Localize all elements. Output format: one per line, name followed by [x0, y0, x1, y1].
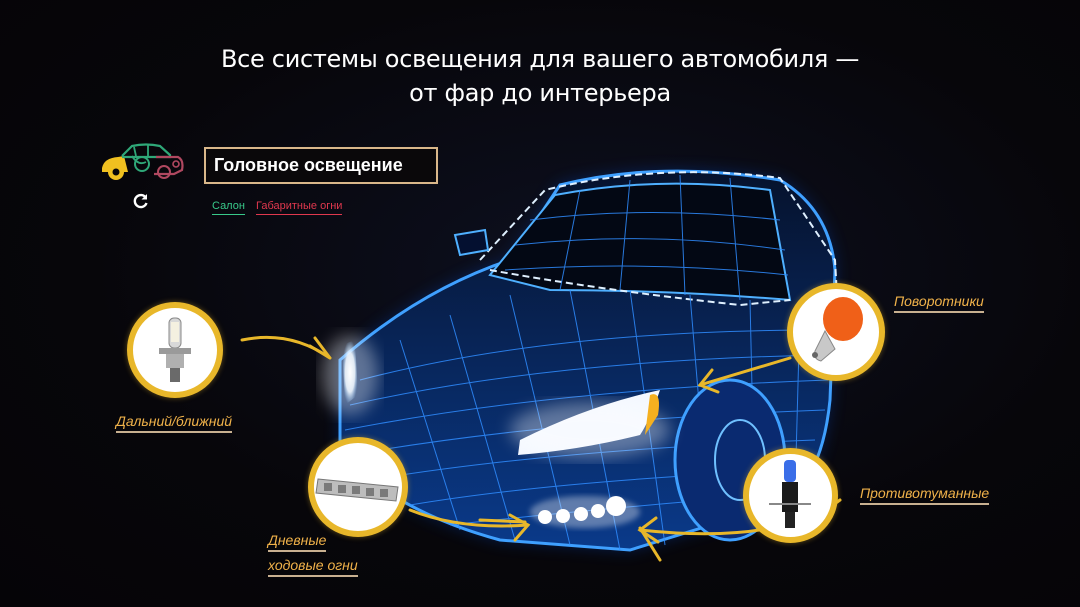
label-drl-line1[interactable]: Дневные	[268, 532, 327, 552]
hotspot-drl[interactable]	[308, 437, 408, 537]
orange-bulb-icon	[812, 297, 863, 362]
hotspot-fog-lights[interactable]	[743, 448, 838, 543]
h4-bulb-icon	[159, 317, 191, 382]
tab-side-lights[interactable]: Габаритные огни	[256, 200, 343, 215]
h1-bulb-icon	[769, 460, 811, 528]
car-zones-icon[interactable]	[98, 142, 184, 184]
label-turn-signals[interactable]: Поворотники	[894, 293, 984, 313]
label-fog-lights[interactable]: Противотуманные	[860, 485, 990, 505]
title-line-2: от фар до интерьера	[409, 79, 671, 107]
label-drl-line2[interactable]: ходовые огни	[268, 557, 358, 577]
label-high-low-beam[interactable]: Дальний/ближний	[116, 413, 233, 433]
led-strip-icon	[315, 478, 399, 502]
refresh-icon[interactable]	[132, 192, 150, 210]
tab-salon[interactable]: Салон	[212, 200, 245, 215]
hotspot-high-low-beam[interactable]	[127, 302, 223, 398]
title-line-1: Все системы освещения для вашего автомоб…	[220, 45, 860, 73]
page-title: Все системы освещения для вашего автомоб…	[0, 42, 1080, 110]
hotspot-turn-signals[interactable]	[787, 283, 885, 381]
active-section-heading[interactable]: Головное освещение	[204, 147, 438, 184]
